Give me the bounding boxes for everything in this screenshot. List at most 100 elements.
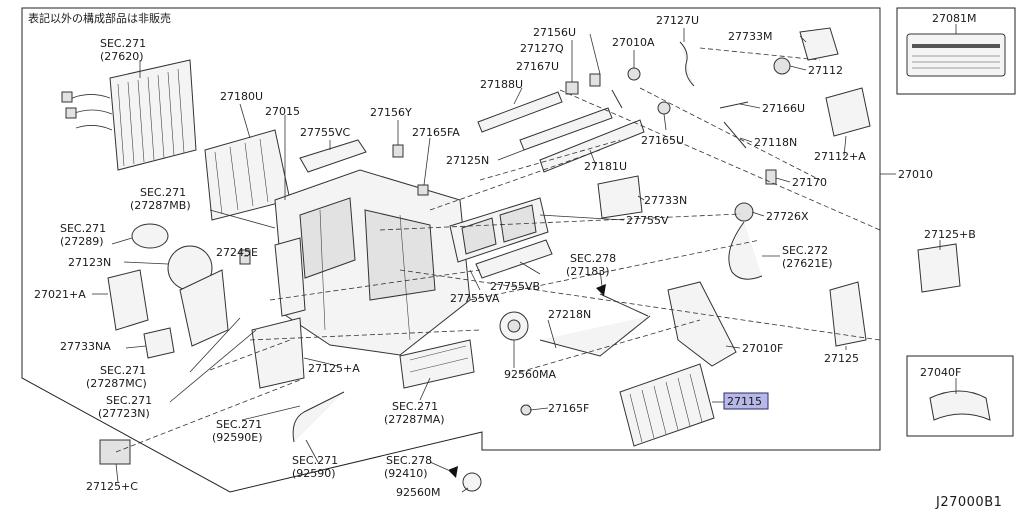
- label-27165fa[interactable]: 27165FA: [412, 126, 460, 139]
- rod-27127u[interactable]: [679, 41, 695, 87]
- label-27123n[interactable]: 27123N: [68, 256, 111, 269]
- label-27180u[interactable]: 27180U: [220, 90, 263, 103]
- label-27081m[interactable]: 27081M: [932, 12, 976, 25]
- actuator-27021a[interactable]: [107, 269, 149, 331]
- label-sec271-27287mc[interactable]: SEC.271: [100, 364, 146, 377]
- bracket-27112a[interactable]: [825, 87, 871, 137]
- blower-27123n[interactable]: [167, 245, 229, 347]
- label-27021a[interactable]: 27021+A: [34, 288, 86, 301]
- grommet-92560m[interactable]: [462, 472, 482, 492]
- label-27010f[interactable]: 27010F: [742, 342, 783, 355]
- label-27733n[interactable]: 27733N: [644, 194, 687, 207]
- label-27125[interactable]: 27125: [824, 352, 859, 365]
- label-sec271-27287mc-sub[interactable]: (27287MC): [86, 377, 147, 390]
- label-sec271-92590-sub[interactable]: (92590): [292, 467, 336, 480]
- clip-27127q[interactable]: [589, 73, 601, 87]
- label-sec271-27287mb-sub[interactable]: (27287MB): [130, 199, 191, 212]
- gear-27112[interactable]: [773, 57, 791, 75]
- label-27726x[interactable]: 27726X: [766, 210, 809, 223]
- heater-core-27115[interactable]: [619, 363, 715, 447]
- label-sec271-27723n[interactable]: SEC.271: [106, 394, 152, 407]
- label-27112a[interactable]: 27112+A: [814, 150, 866, 163]
- label-27165f[interactable]: 27165F: [548, 402, 589, 415]
- label-27040f[interactable]: 27040F: [920, 366, 961, 379]
- label-27170[interactable]: 27170: [792, 176, 827, 189]
- label-sec271-92590[interactable]: SEC.271: [292, 454, 338, 467]
- label-27755va[interactable]: 27755VA: [450, 292, 500, 305]
- heater-case-27015[interactable]: [274, 169, 471, 356]
- screw-27165f[interactable]: [520, 404, 532, 416]
- clip-27156u[interactable]: [565, 81, 579, 95]
- duct-27010f[interactable]: [667, 281, 737, 367]
- label-27755vb[interactable]: 27755VB: [490, 280, 540, 293]
- motor-27733n[interactable]: [597, 175, 643, 219]
- label-27125a[interactable]: 27125+A: [308, 362, 360, 375]
- label-sec271-27287ma-sub[interactable]: (27287MA): [384, 413, 445, 426]
- label-27112[interactable]: 27112: [808, 64, 843, 77]
- label-27125n[interactable]: 27125N: [446, 154, 489, 167]
- label-sec278-27183-sub[interactable]: (27183): [566, 265, 610, 278]
- label-sec271-27620-sub[interactable]: (27620): [100, 50, 144, 63]
- valve-27726x[interactable]: [734, 202, 754, 222]
- label-27015[interactable]: 27015: [265, 105, 300, 118]
- nut-27010a[interactable]: [627, 67, 641, 81]
- gasket-27755v[interactable]: [449, 197, 549, 263]
- clip-27040f[interactable]: [929, 390, 991, 421]
- label-sec278-92410-sub[interactable]: (92410): [384, 467, 428, 480]
- label-27125c[interactable]: 27125+C: [86, 480, 138, 493]
- label-27218n[interactable]: 27218N: [548, 308, 591, 321]
- label-sec271-27289-sub[interactable]: (27289): [60, 235, 104, 248]
- label-27755v[interactable]: 27755V: [626, 214, 669, 227]
- duct-27125a[interactable]: [251, 317, 305, 389]
- duct-27125[interactable]: [829, 281, 867, 347]
- label-sec271-27287mb[interactable]: SEC.271: [140, 186, 186, 199]
- label-sec271-27289[interactable]: SEC.271: [60, 222, 106, 235]
- label-sec272-sub[interactable]: (27621E): [782, 257, 833, 270]
- label-27156u[interactable]: 27156U: [533, 26, 576, 39]
- seal-27125n[interactable]: [519, 107, 613, 151]
- gasket-27755vb[interactable]: [475, 239, 553, 279]
- label-27167u[interactable]: 27167U: [516, 60, 559, 73]
- label-27166u[interactable]: 27166U: [762, 102, 805, 115]
- link-27166u-27118n[interactable]: [719, 101, 749, 149]
- clip-27165fa[interactable]: [417, 184, 429, 196]
- label-sec271-92590e-sub[interactable]: (92590E): [212, 431, 263, 444]
- evaporator-part[interactable]: [61, 59, 197, 171]
- bracket-27125c[interactable]: [99, 439, 131, 465]
- label-sec271-27620[interactable]: SEC.271: [100, 37, 146, 50]
- nut-27165u[interactable]: [657, 101, 671, 115]
- clip-27156y[interactable]: [392, 144, 404, 158]
- label-27181u[interactable]: 27181U: [584, 160, 627, 173]
- label-27010a[interactable]: 27010A: [612, 36, 655, 49]
- label-27733m[interactable]: 27733M: [728, 30, 772, 43]
- label-27245e[interactable]: 27245E: [216, 246, 258, 259]
- part-27125b[interactable]: [917, 243, 961, 293]
- label-27165u[interactable]: 27165U: [641, 134, 684, 147]
- label-27115[interactable]: 27115: [727, 395, 762, 408]
- label-27125b[interactable]: 27125+B: [924, 228, 976, 241]
- highlight-27115[interactable]: [723, 392, 769, 410]
- gasket-27755vc[interactable]: [299, 139, 367, 173]
- label-27156y[interactable]: 27156Y: [370, 106, 412, 119]
- label-sec271-92590e[interactable]: SEC.271: [216, 418, 262, 431]
- seal-27289[interactable]: [131, 223, 169, 249]
- label-sec278-27183[interactable]: SEC.278: [570, 252, 616, 265]
- pipe-92590e[interactable]: [292, 391, 345, 443]
- motor-27733na[interactable]: [143, 327, 175, 359]
- clip-27245e[interactable]: [239, 249, 251, 265]
- label-sec271-27723n-sub[interactable]: (27723N): [98, 407, 150, 420]
- label-sec272[interactable]: SEC.272: [782, 244, 828, 257]
- label-27127q[interactable]: 27127Q: [520, 42, 564, 55]
- label-27127u[interactable]: 27127U: [656, 14, 699, 27]
- plate-27188u[interactable]: [477, 91, 563, 133]
- plate-27181u[interactable]: [539, 119, 645, 173]
- motor-27733m[interactable]: [799, 27, 839, 61]
- label-27188u[interactable]: 27188U: [480, 78, 523, 91]
- label-27733na[interactable]: 27733NA: [60, 340, 111, 353]
- pipe-27218n[interactable]: [539, 293, 651, 357]
- sticker-27081m[interactable]: [906, 33, 1006, 77]
- label-27118n[interactable]: 27118N: [754, 136, 797, 149]
- rod-27167u[interactable]: [611, 89, 623, 109]
- label-sec271-27287ma[interactable]: SEC.271: [392, 400, 438, 413]
- hose-27621e[interactable]: [728, 221, 763, 280]
